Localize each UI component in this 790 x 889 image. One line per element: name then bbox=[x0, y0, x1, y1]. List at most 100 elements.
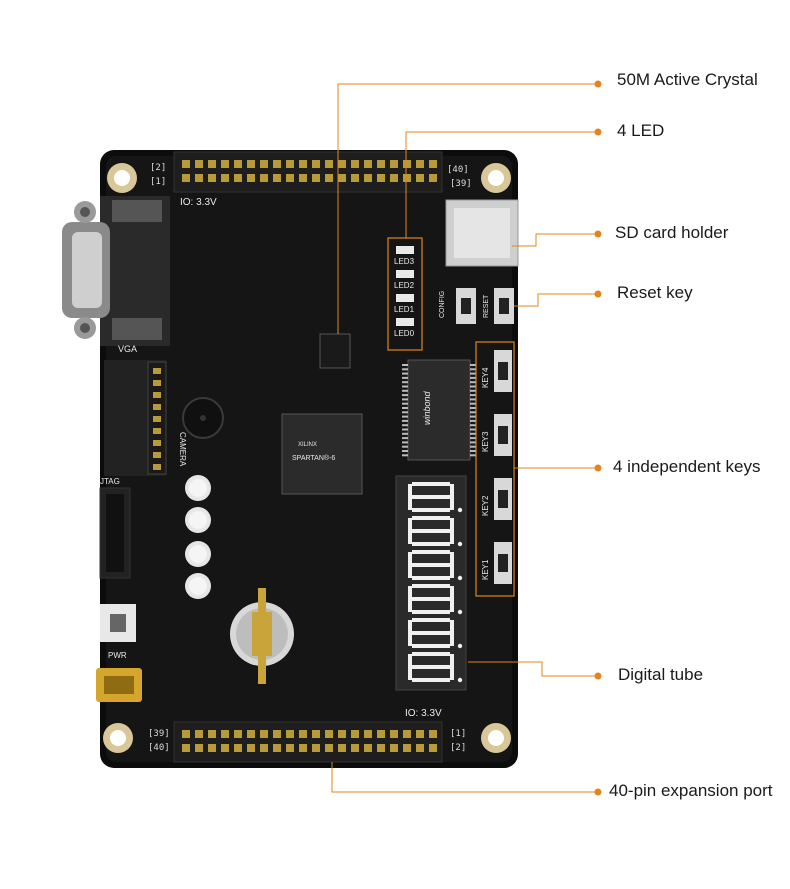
top-expansion-header: [2] [1] [40] [39] IO: 3.3V bbox=[150, 151, 472, 208]
header-pin bbox=[286, 744, 294, 752]
tube-digit bbox=[408, 584, 463, 615]
callout-reset: Reset key bbox=[617, 283, 693, 302]
header-pin bbox=[338, 160, 346, 168]
header-pin bbox=[221, 744, 229, 752]
header-pin bbox=[338, 174, 346, 182]
header-pin bbox=[351, 730, 359, 738]
header-pin bbox=[312, 160, 320, 168]
header-pin bbox=[325, 174, 333, 182]
header-pin bbox=[247, 744, 255, 752]
header-pin bbox=[377, 730, 385, 738]
led-label: LED3 bbox=[394, 257, 415, 266]
fpga-chip: XILINX SPARTAN®-6 bbox=[281, 413, 363, 495]
header-pin bbox=[364, 160, 372, 168]
header-pin bbox=[299, 730, 307, 738]
pin-label: [40] bbox=[447, 165, 469, 175]
capacitors bbox=[185, 475, 211, 599]
header-pin bbox=[325, 730, 333, 738]
header-pin bbox=[312, 744, 320, 752]
callout-crystal: 50M Active Crystal bbox=[617, 70, 758, 89]
pin-label: [2] bbox=[450, 743, 466, 753]
fpga-model: SPARTAN®-6 bbox=[292, 454, 335, 462]
header-pin bbox=[273, 744, 281, 752]
tube-digit bbox=[408, 618, 463, 649]
camera-header: CAMERA bbox=[104, 360, 187, 476]
callout-keys: 4 independent keys bbox=[613, 457, 761, 476]
vga-label: VGA bbox=[118, 344, 137, 354]
header-pin bbox=[364, 730, 372, 738]
key-label: KEY3 bbox=[481, 431, 490, 452]
header-pin bbox=[312, 174, 320, 182]
fpga-brand: XILINX bbox=[298, 442, 317, 448]
header-pin bbox=[182, 160, 190, 168]
bottom-expansion-header: [39] [40] [1] [2] IO: 3.3V bbox=[148, 708, 466, 763]
header-pin bbox=[364, 744, 372, 752]
key-label: KEY1 bbox=[481, 559, 490, 580]
header-pin bbox=[299, 744, 307, 752]
header-pin bbox=[325, 744, 333, 752]
tube-digit bbox=[408, 550, 463, 581]
header-pin bbox=[286, 174, 294, 182]
header-pin bbox=[208, 160, 216, 168]
sdram-brand: winbond bbox=[422, 390, 432, 425]
tube-digit bbox=[408, 652, 463, 683]
jtag-header: JTAG bbox=[99, 477, 131, 579]
header-pin bbox=[390, 160, 398, 168]
pin-label: [39] bbox=[450, 179, 472, 189]
header-pin bbox=[325, 160, 333, 168]
reset-label: RESET bbox=[483, 294, 490, 318]
header-pin bbox=[195, 744, 203, 752]
header-pin bbox=[260, 744, 268, 752]
header-pin bbox=[429, 174, 437, 182]
camera-pin bbox=[153, 392, 161, 398]
callout-sd: SD card holder bbox=[615, 223, 729, 242]
header-pin bbox=[377, 744, 385, 752]
pin-label: [39] bbox=[148, 729, 170, 739]
header-pin bbox=[390, 730, 398, 738]
header-pin bbox=[416, 730, 424, 738]
tube-digit bbox=[408, 482, 463, 513]
header-pin bbox=[429, 730, 437, 738]
camera-pin bbox=[153, 404, 161, 410]
header-pin bbox=[182, 730, 190, 738]
camera-pin bbox=[153, 440, 161, 446]
header-pin bbox=[338, 730, 346, 738]
pwr-label: PWR bbox=[108, 651, 127, 660]
led-label: LED1 bbox=[394, 305, 415, 314]
header-pin bbox=[377, 174, 385, 182]
header-pin bbox=[403, 744, 411, 752]
header-pin bbox=[351, 174, 359, 182]
camera-pin bbox=[153, 416, 161, 422]
header-pin bbox=[286, 730, 294, 738]
header-pin bbox=[299, 160, 307, 168]
camera-pin bbox=[153, 428, 161, 434]
header-pin bbox=[416, 174, 424, 182]
sdram-chip: winbond bbox=[402, 359, 476, 461]
mounting-holes bbox=[103, 163, 511, 753]
crystal-oscillator bbox=[319, 333, 351, 369]
power-section: PWR bbox=[96, 604, 142, 702]
pin-label: [1] bbox=[450, 729, 466, 739]
callout-led: 4 LED bbox=[617, 121, 665, 140]
header-pin bbox=[390, 174, 398, 182]
header-pin bbox=[364, 174, 372, 182]
led bbox=[396, 318, 414, 326]
header-pin bbox=[338, 744, 346, 752]
header-pin bbox=[208, 744, 216, 752]
header-pin bbox=[221, 730, 229, 738]
camera-pin bbox=[153, 464, 161, 470]
header-pin bbox=[208, 174, 216, 182]
vga-connector: VGA bbox=[62, 196, 170, 354]
header-pin bbox=[221, 160, 229, 168]
callout-tube: Digital tube bbox=[618, 665, 704, 684]
header-pin bbox=[312, 730, 320, 738]
header-pin bbox=[273, 174, 281, 182]
header-pin bbox=[403, 160, 411, 168]
header-pin bbox=[416, 160, 424, 168]
header-pin bbox=[403, 174, 411, 182]
pin-label: [2] bbox=[150, 163, 166, 173]
header-pin bbox=[182, 744, 190, 752]
callout-dots bbox=[594, 80, 602, 796]
tube-digit bbox=[408, 516, 463, 547]
led bbox=[396, 246, 414, 254]
